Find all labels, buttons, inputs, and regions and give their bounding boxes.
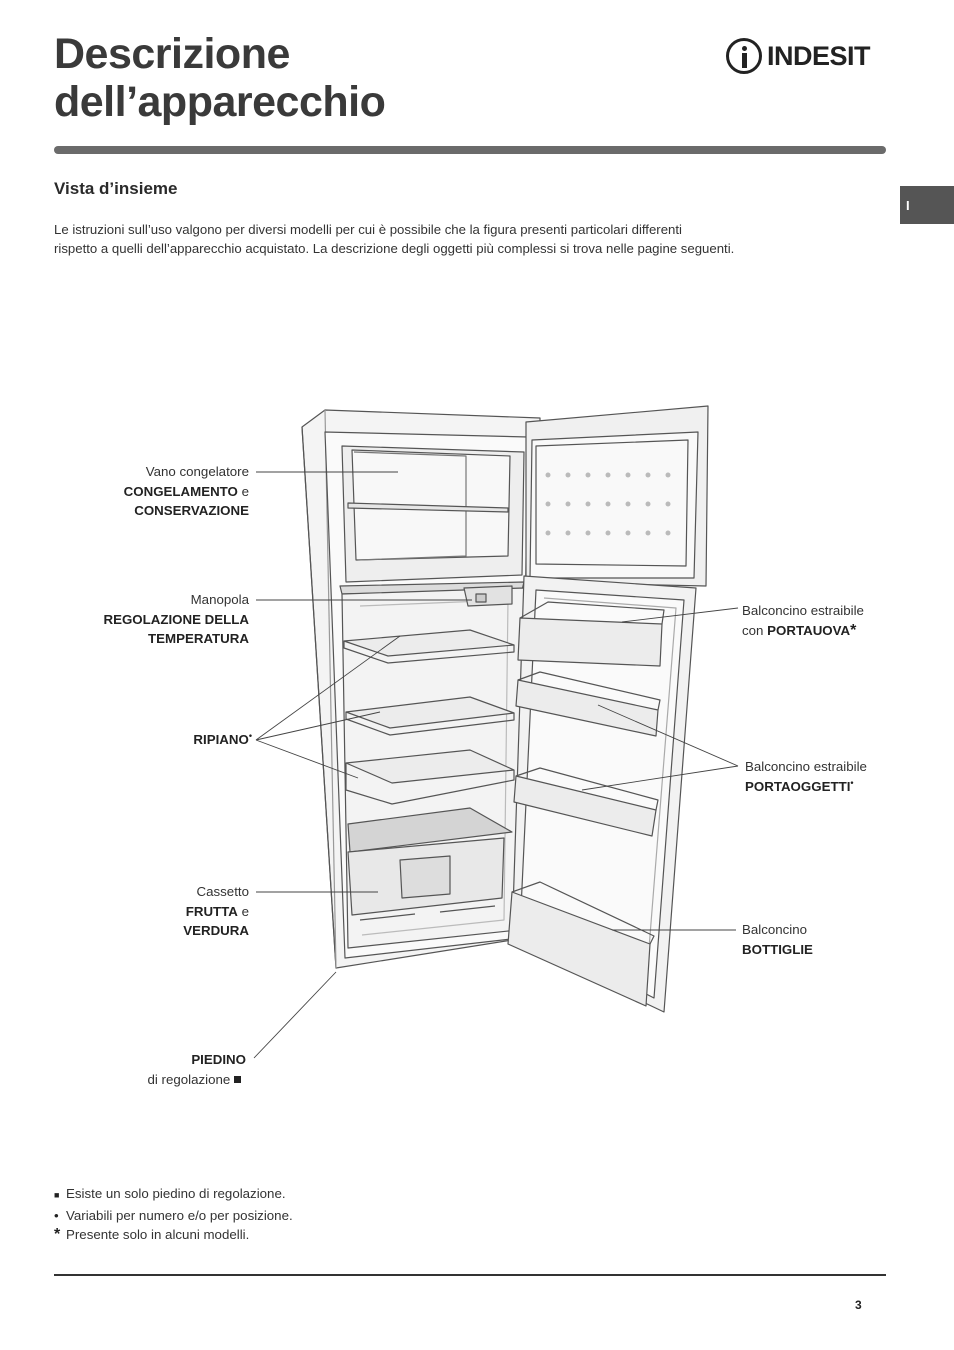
label-egg-line1: Balconcino estraibile bbox=[742, 603, 864, 618]
footnote-1-mark: ■ bbox=[54, 1190, 60, 1200]
label-egg-line2: con PORTAUOVA* bbox=[742, 621, 864, 641]
footnote-2-text: Variabili per numero e/o per posizione. bbox=[66, 1207, 293, 1223]
label-door-line2: PORTAOGGETTI• bbox=[745, 777, 867, 797]
label-freezer-line3: CONSERVAZIONE bbox=[60, 501, 249, 521]
footnote-1-text: Esiste un solo piedino di regolazione. bbox=[66, 1186, 286, 1201]
label-egg-rack: Balconcino estraibile con PORTAUOVA* bbox=[742, 601, 864, 640]
label-freezer-line2-bold: CONGELAMENTO bbox=[123, 483, 238, 499]
label-egg-line2-bold: PORTAUOVA bbox=[767, 622, 851, 638]
indesit-i-logo-icon bbox=[726, 38, 762, 74]
intro-paragraph: Le istruzioni sull’uso valgono per diver… bbox=[54, 220, 884, 258]
label-door-line1: Balconcino estraibile bbox=[745, 759, 867, 774]
page-title-line1: Descrizione bbox=[54, 30, 290, 78]
label-foot-bold: PIEDINO bbox=[191, 1052, 246, 1067]
footnote-2: • Variabili per numero e/o per posizione. bbox=[54, 1206, 293, 1226]
brand-logo: INDESIT bbox=[726, 35, 888, 77]
label-door-line2-bold: PORTAOGGETTI bbox=[745, 778, 851, 794]
label-egg-line2-text: con bbox=[742, 622, 768, 638]
label-shelf-mark: • bbox=[248, 730, 252, 741]
square-bullet-icon bbox=[234, 1075, 241, 1083]
label-shelf: RIPIANO• bbox=[100, 730, 252, 750]
section-title: Vista d’insieme bbox=[54, 179, 178, 198]
label-drawer-line2-bold: FRUTTA bbox=[185, 903, 238, 919]
label-temperature-knob: Manopola REGOLAZIONE DELLA TEMPERATURA bbox=[40, 590, 249, 649]
label-drawer-line3: VERDURA bbox=[100, 921, 249, 941]
label-freezer-line3-bold: CONSERVAZIONE bbox=[134, 503, 249, 518]
label-knob-line3-bold: TEMPERATURA bbox=[148, 631, 249, 646]
footnotes: ■Esiste un solo piedino di regolazione. … bbox=[54, 1184, 293, 1245]
footer-divider bbox=[54, 1274, 886, 1276]
label-drawer-line3-bold: VERDURA bbox=[183, 923, 249, 938]
label-freezer-line2: CONGELAMENTO e bbox=[60, 482, 249, 502]
intro-line1: Le istruzioni sull’uso valgono per diver… bbox=[54, 222, 682, 237]
label-adjustable-foot: PIEDINO di regolazione bbox=[80, 1050, 247, 1090]
label-foot-text: di regolazione bbox=[147, 1071, 231, 1087]
freezer-door-dots bbox=[545, 472, 671, 536]
label-bottle-line1: Balconcino bbox=[742, 922, 808, 937]
label-knob-line2-bold: REGOLAZIONE DELLA bbox=[103, 611, 249, 627]
footnote-3-mark: * bbox=[54, 1226, 61, 1243]
page-number: 3 bbox=[855, 1298, 862, 1312]
label-crisper-drawer: Cassetto FRUTTA e VERDURA bbox=[100, 882, 249, 941]
label-foot-line1: PIEDINO bbox=[80, 1050, 246, 1070]
header-divider bbox=[54, 146, 886, 154]
label-knob-line2: REGOLAZIONE DELLA bbox=[40, 610, 249, 630]
label-drawer-line1: Cassetto bbox=[196, 884, 249, 899]
label-door-rack: Balconcino estraibile PORTAOGGETTI• bbox=[745, 757, 867, 796]
page-title-line2: dell’apparecchio bbox=[54, 78, 386, 126]
footnote-2-mark: • bbox=[54, 1207, 59, 1223]
label-egg-mark: * bbox=[850, 621, 857, 639]
language-tab: I bbox=[900, 186, 954, 224]
footnote-1: ■ Esiste un solo piedino di regolazione. bbox=[54, 1184, 293, 1206]
label-drawer-line2-rest: e bbox=[237, 903, 249, 919]
label-foot-line2: di regolazione bbox=[80, 1070, 246, 1090]
label-knob-line1: Manopola bbox=[190, 592, 249, 607]
brand-logo-text: INDESIT bbox=[767, 41, 871, 71]
label-bottle-line2-bold: BOTTIGLIE bbox=[742, 941, 813, 957]
label-freezer-line1: Vano congelatore bbox=[145, 464, 249, 479]
intro-line2: rispetto a quelli dell’apparecchio acqui… bbox=[54, 241, 735, 256]
label-freezer-line2-rest: e bbox=[237, 483, 249, 499]
label-bottle-line2: BOTTIGLIE bbox=[742, 940, 813, 960]
label-bottle-rack: Balconcino BOTTIGLIE bbox=[742, 920, 813, 959]
footnote-3: * Presente solo in alcuni modelli. bbox=[54, 1225, 293, 1245]
footnote-3-text: Presente solo in alcuni modelli. bbox=[66, 1227, 250, 1242]
page-title: Descrizione dell’apparecchio bbox=[54, 30, 386, 126]
label-freezer-compartment: Vano congelatore CONGELAMENTO e CONSERVA… bbox=[60, 462, 249, 521]
leader-lines bbox=[253, 471, 739, 1059]
label-knob-line3: TEMPERATURA bbox=[40, 629, 249, 649]
label-door-mark: • bbox=[850, 777, 854, 788]
label-shelf-bold: RIPIANO bbox=[193, 732, 249, 747]
label-shelf-line1: RIPIANO• bbox=[100, 730, 252, 750]
label-drawer-line2: FRUTTA e bbox=[100, 902, 249, 922]
